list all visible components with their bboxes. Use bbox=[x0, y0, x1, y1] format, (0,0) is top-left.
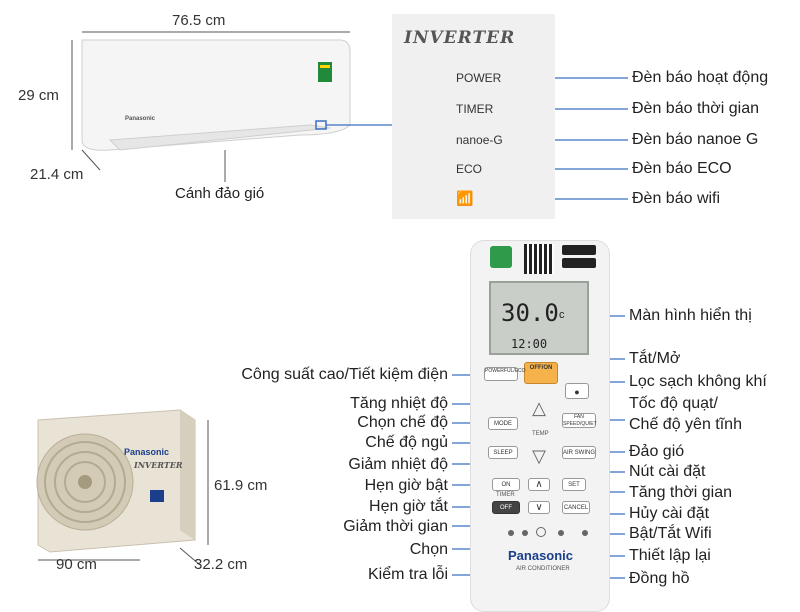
indoor-depth-dim: 21.4 cm bbox=[30, 166, 84, 183]
indicator-nanoe: nanoe-G bbox=[456, 133, 503, 147]
remote-display: 30.0 c 12:00 bbox=[489, 281, 589, 355]
label-quiet: Chế độ yên tĩnh bbox=[629, 416, 742, 433]
label-check: Kiểm tra lỗi bbox=[367, 566, 448, 583]
indoor-dimension-lines bbox=[71, 31, 350, 182]
home-app-icon bbox=[490, 246, 512, 268]
time-down-button[interactable]: ∨ bbox=[528, 501, 550, 514]
label-powerful-eco: Công suất cao/Tiết kiệm điện bbox=[241, 366, 448, 383]
label-swing: Đảo gió bbox=[629, 443, 685, 460]
indicator-timer: TIMER bbox=[456, 102, 494, 116]
indicator-power: POWER bbox=[456, 71, 502, 85]
set-button[interactable]: SET bbox=[562, 478, 586, 491]
label-select: Chọn bbox=[409, 541, 448, 558]
temp-label: TEMP bbox=[532, 431, 549, 437]
label-reset: Thiết lập lại bbox=[629, 547, 711, 564]
label-time-up: Tăng thời gian bbox=[629, 484, 732, 501]
indoor-brand: Panasonic bbox=[125, 116, 156, 122]
label-wifi: Bật/Tắt Wifi bbox=[629, 525, 712, 542]
outdoor-width-dim: 90 cm bbox=[56, 556, 97, 573]
label-air-purify: Lọc sạch không khí bbox=[629, 373, 767, 390]
indoor-height-dim: 29 cm bbox=[18, 87, 59, 104]
temp-down-icon[interactable]: ▽ bbox=[532, 446, 546, 466]
inverter-logo: INVERTER bbox=[404, 28, 516, 48]
label-nanoe-light: Đèn báo nanoe G bbox=[632, 131, 759, 148]
power-button[interactable]: OFF/ON bbox=[524, 362, 558, 384]
wifi-icon: 📶 bbox=[456, 190, 474, 206]
indoor-unit-illustration bbox=[81, 39, 351, 151]
clock-button[interactable] bbox=[536, 527, 546, 537]
wifi-dot-button[interactable] bbox=[582, 530, 588, 536]
sleep-button[interactable]: SLEEP bbox=[488, 446, 518, 459]
air-swing-button[interactable]: AIR SWING bbox=[562, 446, 596, 459]
display-clock: 12:00 bbox=[511, 337, 548, 351]
powerful-eco-button[interactable]: POWERFUL/ECO bbox=[484, 367, 526, 381]
temp-up-icon[interactable]: △ bbox=[532, 398, 546, 418]
label-time-down: Giảm thời gian bbox=[343, 518, 448, 535]
outdoor-inverter-logo: INVERTER bbox=[134, 460, 183, 470]
label-power-light: Đèn báo hoạt động bbox=[632, 69, 769, 86]
label-sleep: Chế độ ngủ bbox=[365, 434, 448, 451]
outdoor-dimension-lines bbox=[38, 420, 209, 566]
label-eco-light: Đèn báo ECO bbox=[632, 160, 732, 177]
label-timer-on: Hẹn giờ bật bbox=[364, 477, 448, 494]
cancel-button[interactable]: CANCEL bbox=[562, 501, 590, 514]
qr-code bbox=[524, 244, 554, 274]
outdoor-depth-dim: 32.2 cm bbox=[194, 556, 248, 573]
display-temp: 30.0 bbox=[501, 299, 559, 327]
label-power: Tắt/Mở bbox=[629, 350, 681, 367]
outdoor-height-dim: 61.9 cm bbox=[214, 477, 268, 494]
mode-button[interactable]: MODE bbox=[488, 417, 518, 430]
timer-label: TIMER bbox=[496, 492, 515, 498]
nanoe-button[interactable]: ● bbox=[565, 383, 589, 399]
app-store-badge bbox=[562, 245, 596, 255]
outdoor-unit-illustration bbox=[36, 409, 196, 553]
timer-on-button[interactable]: ON bbox=[492, 478, 520, 491]
label-temp-up: Tăng nhiệt độ bbox=[350, 395, 448, 412]
set-dot-button[interactable] bbox=[508, 530, 514, 536]
label-display: Màn hình hiển thị bbox=[629, 307, 752, 324]
indicator-eco: ECO bbox=[456, 162, 483, 176]
display-temp-unit: c bbox=[559, 309, 565, 321]
time-up-button[interactable]: ∧ bbox=[528, 478, 550, 491]
remote-footer: AIR CONDITIONER bbox=[516, 566, 570, 572]
label-clock: Đồng hồ bbox=[629, 570, 690, 587]
remote-brand: Panasonic bbox=[508, 548, 574, 563]
fan-speed-quiet-button[interactable]: FAN SPEED/QUIET bbox=[562, 413, 597, 428]
label-timer-light: Đèn báo thời gian bbox=[632, 100, 760, 117]
label-mode: Chọn chế độ bbox=[357, 414, 448, 431]
indoor-width-dim: 76.5 cm bbox=[172, 12, 226, 29]
check-dot-button[interactable] bbox=[522, 530, 528, 536]
label-fan-speed: Tốc độ quạt/ bbox=[629, 395, 718, 412]
timer-off-button[interactable]: OFF bbox=[492, 501, 520, 514]
label-cancel: Hủy cài đặt bbox=[629, 505, 710, 522]
label-timer-off: Hẹn giờ tắt bbox=[369, 498, 448, 515]
reset-dot-button[interactable] bbox=[558, 530, 564, 536]
label-temp-down: Giảm nhiệt độ bbox=[348, 456, 448, 473]
flap-label: Cánh đảo gió bbox=[175, 185, 265, 202]
label-wifi-light: Đèn báo wifi bbox=[632, 190, 721, 207]
label-set: Nút cài đặt bbox=[629, 463, 706, 480]
indicator-panel bbox=[392, 14, 555, 219]
outdoor-brand: Panasonic bbox=[124, 447, 170, 457]
google-play-badge bbox=[562, 258, 596, 268]
